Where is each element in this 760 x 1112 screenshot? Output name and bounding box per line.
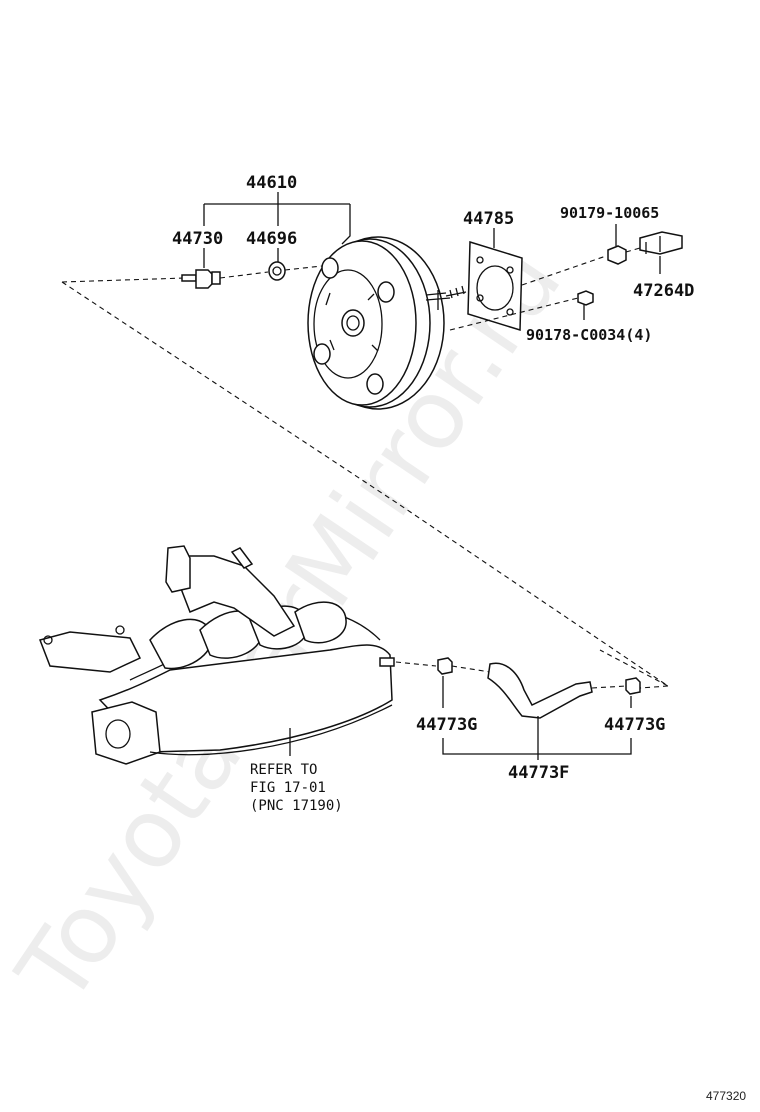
reference-line-1: REFER TO [250, 762, 317, 778]
label-44696: 44696 [246, 229, 297, 249]
gasket [467, 240, 523, 332]
assembly-dashed-outline [61, 277, 669, 689]
reference-line-3: (PNC 17190) [250, 798, 343, 814]
label-47264D: 47264D [633, 281, 694, 301]
label-44785: 44785 [463, 209, 514, 229]
clip-right [625, 677, 641, 695]
reference-line-2: FIG 17-01 [250, 780, 326, 796]
clevis [625, 231, 683, 255]
nut-upper [521, 245, 627, 286]
intake-manifold [39, 545, 437, 765]
grommet [268, 261, 323, 281]
label-44773G-right: 44773G [604, 715, 665, 735]
label-90179-10065: 90179-10065 [560, 204, 659, 222]
vacuum-hose [487, 662, 627, 719]
label-44610: 44610 [246, 173, 297, 193]
figure-number: 477320 [706, 1089, 746, 1103]
brake-booster [307, 236, 467, 410]
label-44730: 44730 [172, 229, 223, 249]
label-44773G-left: 44773G [416, 715, 477, 735]
nut-lower [449, 290, 594, 331]
check-valve [181, 269, 269, 289]
leader-lines [203, 192, 661, 760]
label-90178-C0034: 90178-C0034(4) [526, 326, 652, 344]
label-44773F: 44773F [508, 763, 569, 783]
clip-left [437, 657, 491, 675]
